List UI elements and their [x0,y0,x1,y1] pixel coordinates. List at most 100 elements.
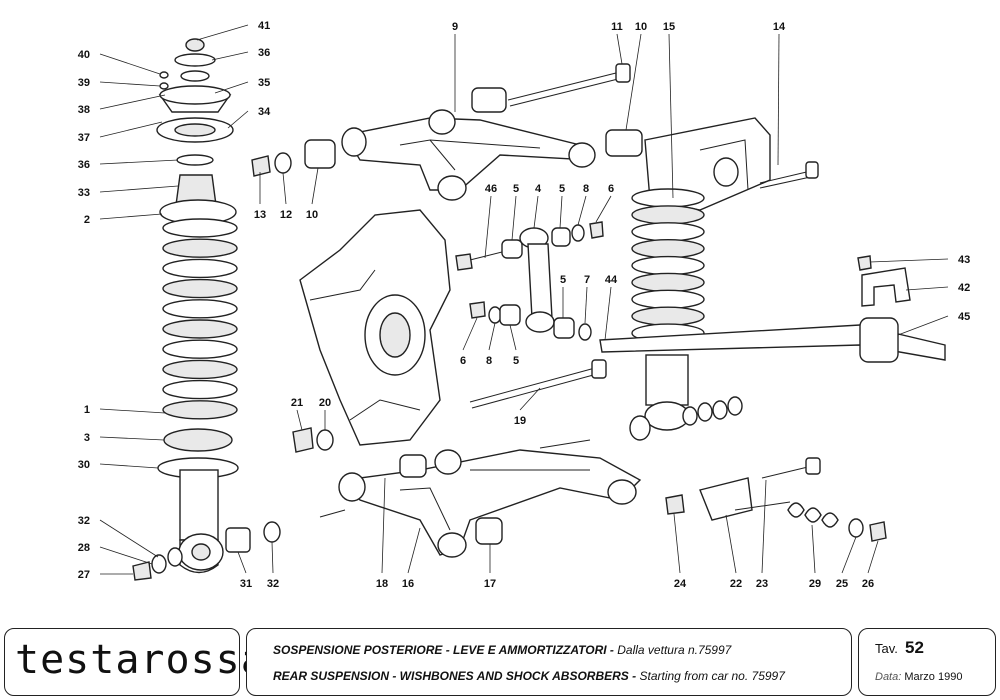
callout-leader-46 [484,195,492,259]
plate-label: Tav. [875,641,898,656]
callout-37: 37 [78,132,90,144]
spring-coil [162,258,238,279]
callout-9: 9 [452,21,458,33]
callout-6: 6 [608,183,614,195]
spring-coil [162,400,238,420]
callout-leader-28 [99,546,153,565]
callout-5: 5 [559,183,565,195]
callout-leader-36 [211,51,249,61]
callout-leader-6 [595,195,612,223]
date-label: Data: [875,671,902,683]
callout-leader-6 [462,317,478,351]
callout-22: 22 [730,578,742,590]
callout-34: 34 [258,106,271,118]
right-shock-absorber-drawing [629,117,819,441]
plate-info-box: Tav. 52 Data: Marzo 1990 [858,628,996,696]
callout-leader-2 [99,213,163,220]
callout-33: 33 [78,187,90,199]
callout-30: 30 [78,459,90,471]
spring-coil [162,379,238,400]
title-english-main: REAR SUSPENSION - WISHBONES AND SHOCK AB… [273,669,637,683]
left-shock-absorber-drawing [132,38,281,581]
callout-6: 6 [460,355,466,367]
spring-coil [162,218,238,238]
lower-wishbone-drawing [319,439,887,558]
callout-leader-26 [867,540,879,574]
title-english-note: Starting from car no. 75997 [636,669,785,683]
callout-10: 10 [635,21,647,33]
callout-23: 23 [756,578,768,590]
callout-24: 24 [674,578,687,590]
callout-16: 16 [402,578,414,590]
anti-roll-bar-drawing [599,255,946,363]
title-italian-note: Dalla vettura n.75997 [613,643,732,657]
callout-leader-31 [237,551,247,574]
callout-leader-5 [509,324,517,351]
spring-coil [162,278,238,299]
spring-coil [631,205,705,225]
logo-box: testarossa [4,628,265,696]
callout-13: 13 [254,209,266,221]
callout-leader-44 [604,286,612,341]
callout-leader-5 [511,195,517,241]
callout-leader-1 [99,408,166,414]
spring-coil [162,339,238,359]
callout-44: 44 [605,274,618,286]
title-block: SOSPENSIONE POSTERIORE - LEVE E AMMORTIZ… [246,628,852,696]
callout-8: 8 [486,355,492,367]
callout-leader-7 [584,286,588,324]
callout-3: 3 [84,432,90,444]
callout-leader-8 [488,322,496,351]
testarossa-logo: testarossa [15,637,266,683]
callout-leader-5 [559,195,563,229]
callout-32: 32 [267,578,279,590]
callout-29: 29 [809,578,821,590]
callout-leader-42 [905,286,949,291]
callout-leader-8 [577,195,587,226]
callout-36: 36 [258,47,270,59]
callout-leader-11 [616,33,623,65]
callout-leader-34 [227,110,249,129]
callout-32: 32 [78,515,90,527]
callout-5: 5 [560,274,566,286]
callout-leader-39 [99,81,161,87]
callout-leader-19 [519,387,541,411]
callout-39: 39 [78,77,90,89]
callout-leader-3 [99,436,165,441]
callout-4: 4 [535,183,542,195]
callout-8: 8 [583,183,589,195]
callout-leader-21 [296,409,303,431]
callout-27: 27 [78,569,90,581]
callout-1: 1 [84,404,90,416]
callout-leader-15 [668,33,674,199]
callout-leader-36 [99,159,179,165]
spring-coil [162,238,238,258]
date-value: Marzo 1990 [904,671,963,683]
callout-leader-22 [725,514,737,574]
callout-40: 40 [78,49,90,61]
callout-18: 18 [376,578,388,590]
callout-45: 45 [958,311,970,323]
callout-42: 42 [958,282,970,294]
upper-wishbone-drawing [251,63,643,201]
callout-leader-23 [761,479,767,574]
callout-5: 5 [513,183,519,195]
callout-leader-37 [99,121,163,138]
title-english: REAR SUSPENSION - WISHBONES AND SHOCK AB… [273,669,785,683]
hub-carrier-drawing [292,209,451,453]
callout-15: 15 [663,21,675,33]
title-italian: SOSPENSIONE POSTERIORE - LEVE E AMMORTIZ… [273,643,731,657]
callout-leader-25 [841,536,857,574]
callout-leader-18 [381,477,386,574]
callout-11: 11 [611,21,623,33]
exploded-parts-diagram: 1234791112131415161718192021222324252627… [78,20,971,590]
callout-26: 26 [862,578,874,590]
callout-43: 43 [958,254,970,266]
callout-35: 35 [258,77,270,89]
callout-28: 28 [78,542,90,554]
spring-coil [631,188,705,208]
callout-leader-40 [99,53,161,75]
spring-coil [162,319,238,339]
spring-coil [631,272,705,293]
